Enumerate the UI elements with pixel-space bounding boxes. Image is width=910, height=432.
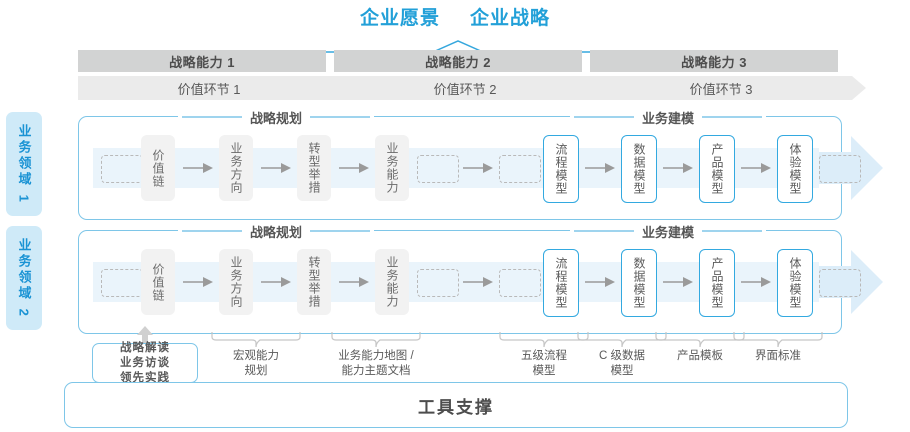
flow-arrow-icon bbox=[663, 163, 693, 173]
value-chain-bar-1[interactable]: 价值环节 1 bbox=[78, 76, 354, 100]
section-rule-right bbox=[310, 230, 371, 232]
node-experience-model[interactable]: 体验模型 bbox=[777, 135, 813, 203]
flow-arrow-icon bbox=[585, 163, 615, 173]
section-label-modeling-row2: 业务建模 bbox=[570, 222, 767, 240]
flow-arrow-icon bbox=[741, 163, 771, 173]
domain-label-1[interactable]: 业务领域 1 bbox=[6, 112, 42, 216]
enterprise-vision-title: 企业愿景 bbox=[359, 8, 440, 29]
bracket-interface-standard bbox=[733, 332, 823, 347]
placeholder-cell bbox=[101, 155, 143, 183]
section-rule-left bbox=[182, 230, 242, 232]
section-text: 战略规划 bbox=[250, 224, 303, 240]
node-data-model[interactable]: 数据模型 bbox=[621, 249, 657, 317]
flow-arrow-icon bbox=[261, 277, 291, 287]
flow-arrow-icon bbox=[585, 277, 615, 287]
strategic-capability-bars: 战略能力 1 战略能力 2 战略能力 3 bbox=[78, 50, 838, 72]
node-process-model[interactable]: 流程模型 bbox=[543, 135, 579, 203]
bracket-capability-map bbox=[331, 332, 421, 347]
capability-bar-2[interactable]: 战略能力 2 bbox=[334, 50, 582, 72]
bar-gap bbox=[582, 50, 590, 72]
value-chain-bars: 价值环节 1 价值环节 2 价值环节 3 bbox=[78, 76, 838, 100]
section-rule-left bbox=[574, 230, 634, 232]
tool-label-data-model: C 级数据模型 bbox=[599, 350, 645, 377]
node-transformation-measure[interactable]: 转型举措 bbox=[297, 135, 331, 201]
tool-box-strategy-interpretation[interactable]: 战略解读业务访谈领先实践 bbox=[92, 342, 198, 384]
node-business-direction[interactable]: 业务方向 bbox=[219, 249, 253, 315]
placeholder-cell bbox=[819, 155, 861, 183]
section-text: 战略规划 bbox=[250, 110, 303, 126]
section-text: 业务建模 bbox=[642, 110, 695, 126]
flow-arrow-icon bbox=[741, 277, 771, 287]
flow-arrow-icon bbox=[261, 163, 291, 173]
placeholder-cell bbox=[499, 155, 541, 183]
flow-arrow-icon bbox=[183, 277, 213, 287]
node-process-model[interactable]: 流程模型 bbox=[543, 249, 579, 317]
capability-bar-3[interactable]: 战略能力 3 bbox=[590, 50, 838, 72]
flow-arrow-icon bbox=[339, 163, 369, 173]
node-product-model[interactable]: 产品模型 bbox=[699, 135, 735, 203]
flow-arrow-icon bbox=[183, 163, 213, 173]
tool-label-process-model: 五级流程模型 bbox=[521, 350, 567, 377]
section-rule-right bbox=[702, 116, 763, 118]
node-business-direction[interactable]: 业务方向 bbox=[219, 135, 253, 201]
tool-uplink-arrow-icon bbox=[137, 326, 153, 344]
placeholder-cell bbox=[101, 269, 143, 297]
node-value-chain[interactable]: 价值链 bbox=[141, 135, 175, 201]
node-data-model[interactable]: 数据模型 bbox=[621, 135, 657, 203]
section-rule-right bbox=[310, 116, 371, 118]
node-business-capability[interactable]: 业务能力 bbox=[375, 135, 409, 201]
value-chain-bar-2[interactable]: 价值环节 2 bbox=[334, 76, 610, 100]
business-domain-row-2: 价值链 业务方向 转型举措 业务能力 流程模型 数据模型 产品模型 体验模型 bbox=[78, 230, 883, 334]
section-rule-left bbox=[182, 116, 242, 118]
tool-label-interface-standard: 界面标准 bbox=[755, 350, 801, 362]
section-label-planning-row2: 战略规划 bbox=[178, 222, 375, 240]
flow-arrow-icon bbox=[339, 277, 369, 287]
node-business-capability[interactable]: 业务能力 bbox=[375, 249, 409, 315]
section-rule-left bbox=[574, 116, 634, 118]
flow-arrow-icon bbox=[463, 163, 493, 173]
section-label-planning-row1: 战略规划 bbox=[178, 108, 375, 126]
tool-label-product-template: 产品模板 bbox=[677, 350, 723, 362]
bracket-macro-capability bbox=[211, 332, 301, 347]
node-value-chain[interactable]: 价值链 bbox=[141, 249, 175, 315]
flow-arrow-icon bbox=[463, 277, 493, 287]
flow-arrow-icon bbox=[663, 277, 693, 287]
tool-support-title: 工具支撑 bbox=[418, 397, 494, 417]
bar-gap bbox=[326, 50, 334, 72]
node-transformation-measure[interactable]: 转型举措 bbox=[297, 249, 331, 315]
domain-label-2[interactable]: 业务领域 2 bbox=[6, 226, 42, 330]
placeholder-cell bbox=[819, 269, 861, 297]
value-chain-bar-3[interactable]: 价值环节 3 bbox=[590, 76, 866, 100]
placeholder-cell bbox=[417, 269, 459, 297]
business-domain-row-1: 价值链 业务方向 转型举措 业务能力 流程模型 数据模型 产品模型 体验模型 bbox=[78, 116, 883, 220]
placeholder-cell bbox=[499, 269, 541, 297]
node-product-model[interactable]: 产品模型 bbox=[699, 249, 735, 317]
section-rule-right bbox=[702, 230, 763, 232]
vision-title-row: 企业愿景 企业战略 bbox=[0, 4, 910, 34]
node-experience-model[interactable]: 体验模型 bbox=[777, 249, 813, 317]
tool-label-macro-capability: 宏观能力规划 bbox=[233, 350, 279, 377]
tool-support-panel: 工具支撑 bbox=[64, 382, 848, 428]
tool-label-capability-map: 业务能力地图 /能力主题文档 bbox=[338, 350, 414, 377]
section-label-modeling-row1: 业务建模 bbox=[570, 108, 767, 126]
enterprise-strategy-title: 企业战略 bbox=[470, 8, 551, 29]
capability-bar-1[interactable]: 战略能力 1 bbox=[78, 50, 326, 72]
section-text: 业务建模 bbox=[642, 224, 695, 240]
placeholder-cell bbox=[417, 155, 459, 183]
